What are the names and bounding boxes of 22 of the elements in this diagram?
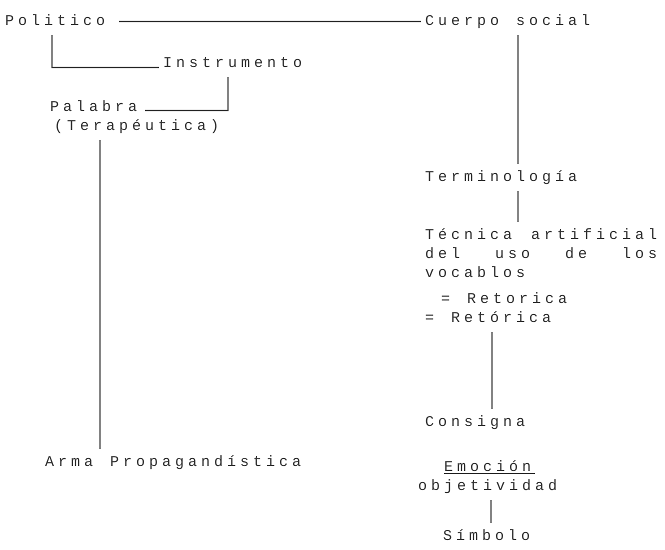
connector-line: [517, 191, 519, 222]
node-label: objetividad: [418, 477, 562, 496]
node-label: Instrumento: [163, 54, 306, 73]
connector-line: [517, 35, 519, 164]
node-label: Palabra: [50, 98, 142, 117]
connector-line: [99, 140, 101, 449]
node-label: Símbolo: [443, 527, 534, 546]
node-label: Arma Propagandística: [45, 453, 306, 472]
node-label: Terminología: [425, 168, 582, 187]
connector-line: [490, 500, 492, 523]
connector-line: [51, 35, 159, 68]
node-label: Consigna: [425, 413, 530, 432]
node-label: Técnica artificial del uso de los vocablos: [425, 226, 661, 283]
node-label: Politico: [5, 12, 110, 31]
connector-line: [119, 20, 421, 22]
connector-line: [145, 77, 229, 112]
node-label: Cuerpo social: [425, 12, 594, 31]
node-label: (Terapéutica): [53, 117, 224, 136]
node-label: = Retórica: [425, 309, 556, 328]
node-label: Emoción: [444, 458, 536, 477]
connector-line: [491, 332, 493, 409]
node-label: = Retorica: [440, 290, 572, 309]
